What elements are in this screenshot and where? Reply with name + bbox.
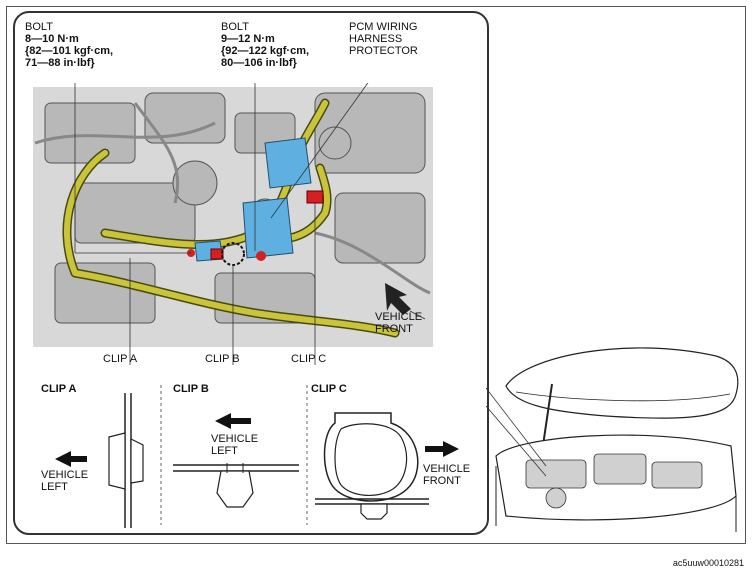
pcm-label-line2: HARNESS [349, 33, 403, 45]
vehicle-overview-drawing [486, 347, 739, 532]
bolt-left-title: BOLT [25, 21, 53, 33]
clip-a-dir1: VEHICLE [41, 469, 89, 481]
clip-c-callout: CLIP C [291, 353, 327, 365]
bolt-right-alt1: {92—122 kgf·cm, [221, 45, 310, 57]
clip-c-dir2: FRONT [423, 475, 461, 487]
clip-c-detail-title: CLIP C [311, 383, 347, 395]
pcm-label-line1: PCM WIRING [349, 21, 418, 33]
clip-b-drawing [173, 413, 299, 508]
bolt-right-marker [256, 251, 266, 261]
clip-c-drawing [315, 412, 459, 520]
bolt-left-alt2: 71—88 in·lbf} [25, 57, 95, 69]
clip-c-marker [306, 190, 324, 204]
vehicle-front-line1: VEHICLE [375, 311, 423, 323]
vehicle-front-arrow [385, 283, 411, 315]
bolt-right-torque: 9—12 N·m [221, 33, 275, 45]
vehicle-front-line2: FRONT [375, 323, 413, 335]
bolt-right-alt2: 80—106 in·lbf} [221, 57, 297, 69]
detail-dividers [160, 385, 308, 525]
clip-a-arrow [55, 451, 87, 467]
clip-b-dir1: VEHICLE [211, 433, 259, 445]
clip-a-marker [210, 248, 224, 260]
bolt-right-title: BOLT [221, 21, 249, 33]
engine-bay-illustration [33, 83, 433, 365]
bolt-left-alt1: {82—101 kgf·cm, [25, 45, 114, 57]
clip-a-callout: CLIP A [103, 353, 138, 365]
detail-panel: BOLT 8—10 N·m {82—101 kgf·cm, 71—88 in·l… [13, 11, 489, 535]
clip-b-detail-title: CLIP B [173, 383, 209, 395]
clip-b-arrow [215, 413, 251, 429]
reference-code: ac5uuw00010281 [672, 558, 744, 568]
clip-a-detail-title: CLIP A [41, 383, 77, 395]
clip-b-callout: CLIP B [205, 353, 240, 365]
clip-b-dir2: LEFT [211, 445, 238, 457]
pcm-protector [194, 137, 312, 262]
clip-a-drawing [55, 393, 144, 528]
clip-c-dir1: VEHICLE [423, 463, 471, 475]
clip-a-dir2: LEFT [41, 481, 68, 493]
pcm-label-line3: PROTECTOR [349, 45, 418, 57]
clip-c-arrow [425, 441, 459, 457]
bolt-left-torque: 8—10 N·m [25, 33, 79, 45]
